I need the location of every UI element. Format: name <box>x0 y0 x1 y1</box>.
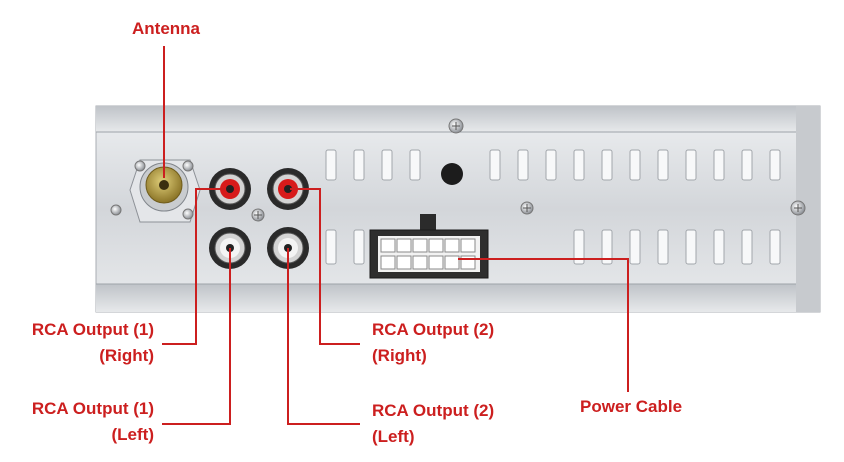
rca-jack-1-right <box>209 168 251 210</box>
rca2-left-leader-line <box>287 248 360 425</box>
power-connector <box>369 214 489 279</box>
rca1-left-leader-line <box>162 248 231 425</box>
rca-output-2-right-label: RCA Output (2)(Right) <box>372 320 495 365</box>
screw-icon <box>790 200 806 216</box>
rca-output-1-left-label: RCA Output (1)(Left) <box>31 399 154 444</box>
rca-output-1-right-label: RCA Output (1)(Right) <box>31 320 154 365</box>
rca2-right-leader-line <box>290 188 360 345</box>
power-leader-line <box>458 258 629 392</box>
screw-icon <box>520 201 534 215</box>
power-cable-label: Power Cable <box>580 397 683 416</box>
antenna-label: Antenna <box>132 19 200 38</box>
vent-slots-bottom <box>325 229 781 265</box>
vent-slots-top <box>325 149 781 181</box>
chassis-panel <box>95 105 821 313</box>
mounting-hole <box>441 163 463 185</box>
antenna-socket <box>110 159 201 223</box>
screw-icon <box>251 208 265 222</box>
rca-output-2-left-label: RCA Output (2)(Left) <box>372 401 495 446</box>
rca-jack-2-right <box>267 168 309 210</box>
rca1-right-leader-line <box>162 188 225 345</box>
screw-icon <box>448 118 464 134</box>
